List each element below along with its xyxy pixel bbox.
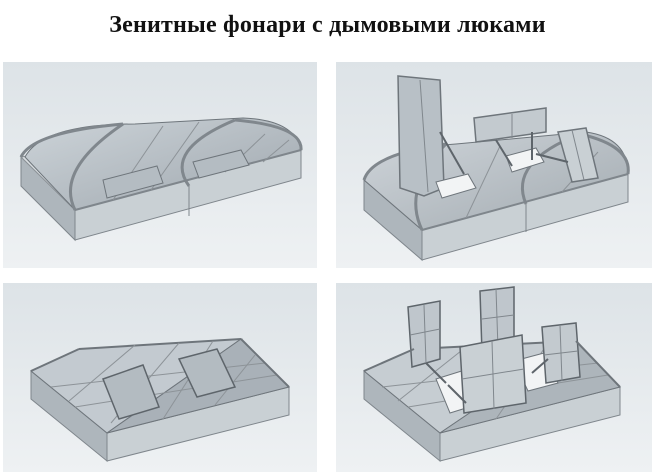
pitched-skylight-closed-illustration — [3, 283, 317, 472]
arched-skylight-hatches-open-illustration — [336, 62, 652, 268]
pitched-skylight-open-drawing — [336, 283, 652, 472]
page-title: Зенитные фонари с дымовыми люками — [109, 12, 546, 38]
pitched-skylight-hatches-open-illustration — [336, 283, 652, 472]
pitched-skylight-closed-drawing — [3, 283, 317, 472]
arched-skylight-closed-illustration — [3, 62, 317, 268]
arched-skylight-open-drawing — [336, 62, 652, 268]
arched-skylight-closed-drawing — [3, 62, 317, 268]
